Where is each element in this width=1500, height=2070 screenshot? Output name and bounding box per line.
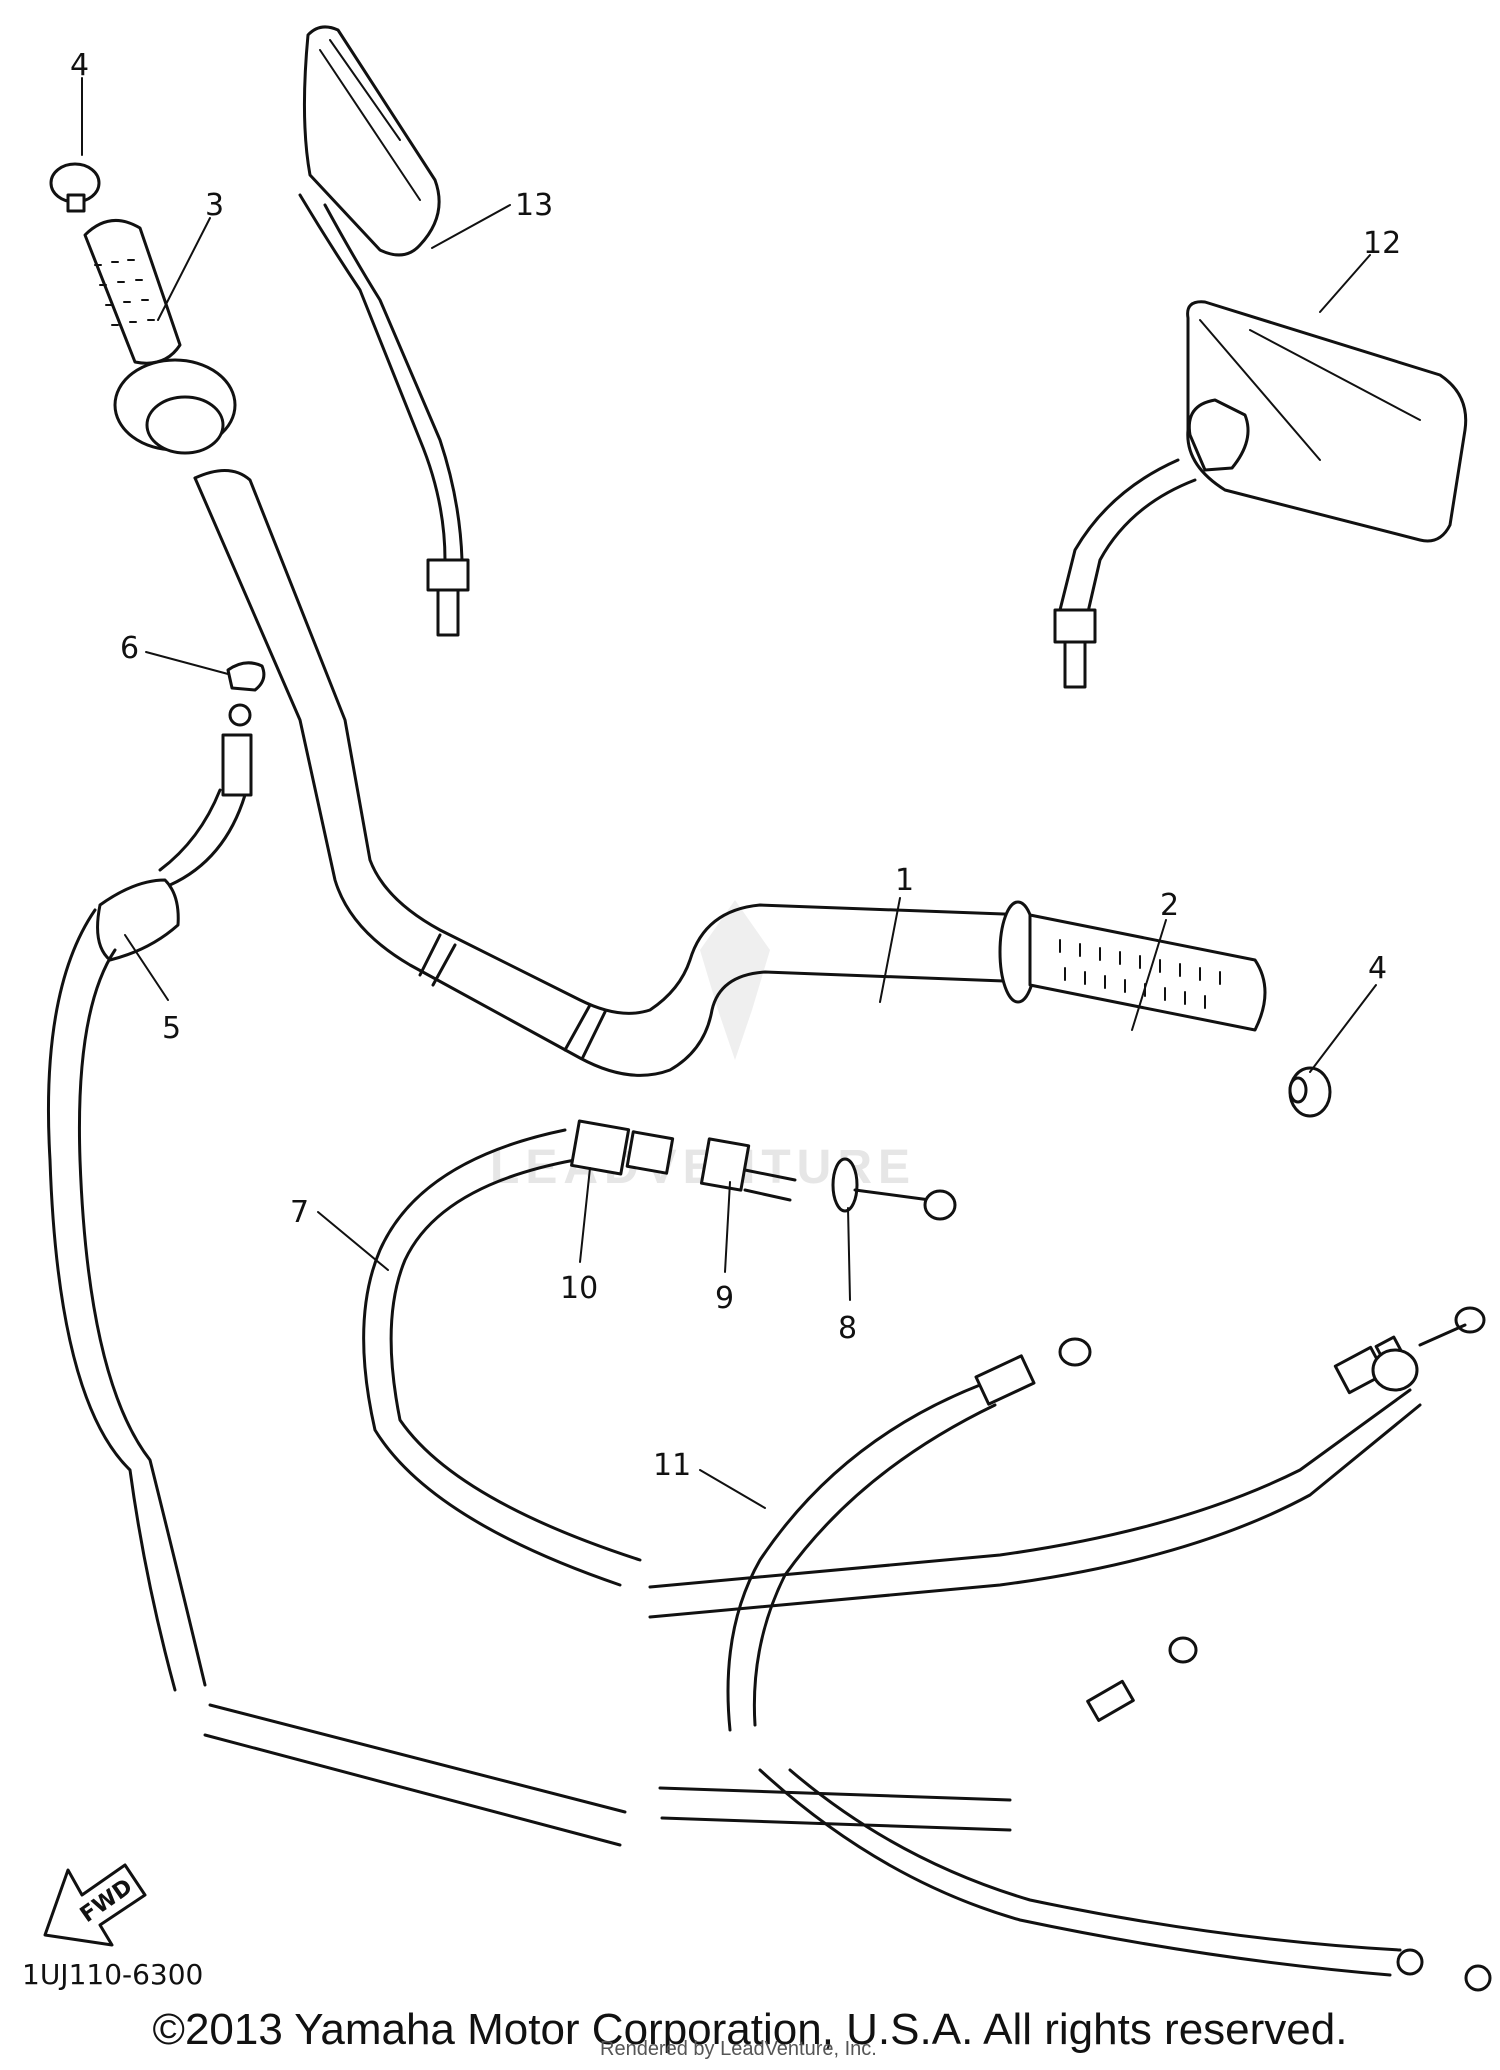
cable-adjuster [570, 1119, 957, 1221]
callout-5: 5 [162, 1011, 181, 1046]
callout-10: 10 [560, 1271, 598, 1306]
forward-arrow-icon: FWD [43, 1863, 147, 1947]
callout-4-left: 4 [70, 48, 89, 83]
callout-11: 11 [653, 1448, 691, 1483]
grip-end-right [1288, 1066, 1332, 1118]
throttle-grip [83, 218, 237, 455]
callout-6: 6 [120, 631, 139, 666]
leader-lines [81, 77, 1377, 1509]
watermark: LEADVENTURE [490, 900, 910, 1194]
callout-3: 3 [205, 188, 224, 223]
grip-end-left [49, 162, 101, 213]
brake-cable [46, 703, 627, 1847]
clutch-cable [726, 1306, 1486, 1732]
callout-8: 8 [838, 1311, 857, 1346]
callouts: 4 3 13 12 6 1 2 4 5 7 10 9 8 11 [70, 48, 1401, 1483]
handlebar [193, 469, 1032, 1077]
throttle-cable [362, 1128, 1422, 1832]
callout-13: 13 [515, 188, 553, 223]
mirror-left [298, 25, 470, 637]
callout-1: 1 [895, 863, 914, 898]
grip-right [998, 900, 1267, 1032]
callout-7: 7 [290, 1195, 309, 1230]
callout-2: 2 [1160, 888, 1179, 923]
callout-4-right: 4 [1368, 951, 1387, 986]
lower-cable [758, 1636, 1492, 1992]
mirror-right [1053, 300, 1468, 689]
copyright-notice: ©2013 Yamaha Motor Corporation, U.S.A. A… [152, 2005, 1348, 2054]
cable-clip [226, 661, 266, 692]
callout-9: 9 [715, 1281, 734, 1316]
diagram-code: 1UJ110-6300 [22, 1958, 204, 1991]
callout-12: 12 [1363, 226, 1401, 261]
render-credit: Rendered by LeadVenture, Inc. [600, 2038, 877, 2060]
